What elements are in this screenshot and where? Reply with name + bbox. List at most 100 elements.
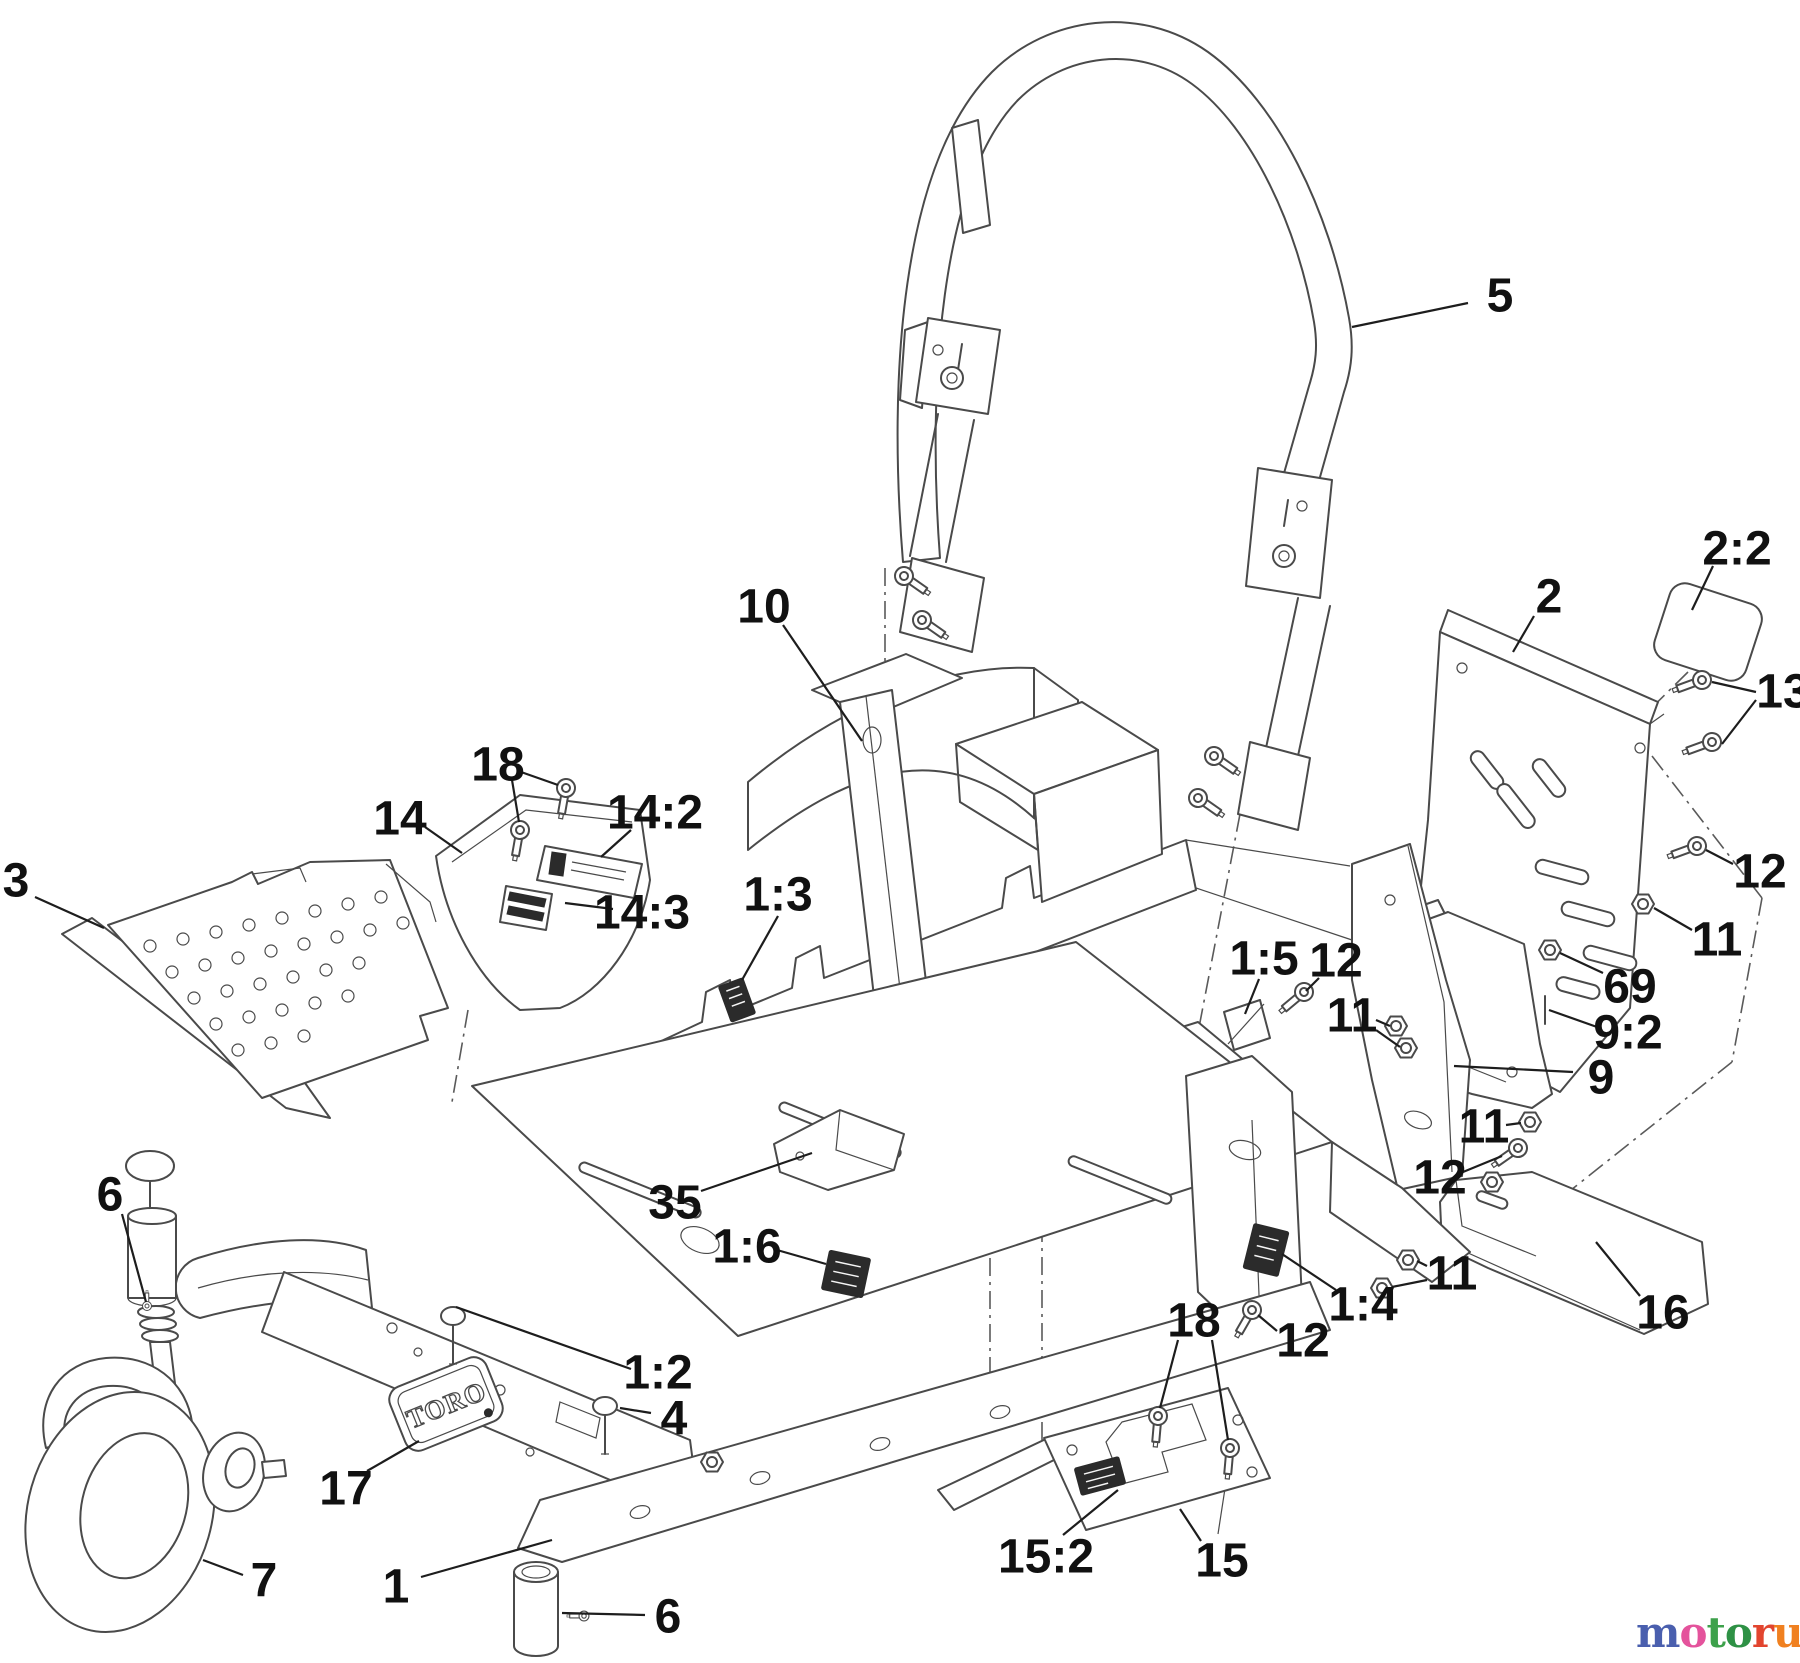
- callout-leader-11-d: [1375, 1029, 1401, 1048]
- callout-1: 1: [383, 1538, 553, 1614]
- callout-leader-13: [1711, 680, 1757, 694]
- callout-leader-35: [700, 1151, 813, 1193]
- callout-label-1-4: 1:4: [1328, 1279, 1398, 1332]
- callout-label-18-a: 18: [471, 739, 524, 792]
- callout-leader-18-a: [520, 770, 559, 787]
- callout-1-4: 1:4: [1281, 1253, 1398, 1332]
- callout-leader-12-b: [1462, 1154, 1503, 1174]
- callout-leader-2: [1512, 615, 1535, 653]
- callout-leader-18-b: [1158, 1339, 1180, 1409]
- callout-label-35: 35: [648, 1177, 701, 1230]
- callout-leader-16: [1595, 1241, 1641, 1297]
- caster-wheel-part-7: [24, 1391, 216, 1633]
- caster-cap: [125, 1150, 175, 1182]
- decal-15-2: [1074, 1456, 1126, 1496]
- watermark-letter: r: [1751, 1608, 1774, 1657]
- callout-label-1-6: 1:6: [712, 1221, 781, 1274]
- callout-leader-4: [619, 1406, 652, 1415]
- callout-7: 7: [202, 1555, 278, 1608]
- callout-label-5: 5: [1487, 270, 1514, 323]
- callout-label-1-3: 1:3: [743, 869, 812, 922]
- callout-12-b: 12: [1413, 1152, 1503, 1205]
- callout-35: 35: [648, 1151, 813, 1230]
- callout-leader-1-2: [455, 1305, 632, 1371]
- callout-69: 69: [1559, 952, 1657, 1014]
- callout-14-2: 14:2: [600, 787, 703, 858]
- callout-label-2-2: 2:2: [1702, 523, 1771, 576]
- callout-1-5: 1:5: [1229, 933, 1299, 1015]
- watermark-letter: o: [1724, 1608, 1753, 1657]
- callout-5: 5: [1351, 270, 1514, 329]
- callout-17: 17: [319, 1440, 420, 1516]
- callout-12-a: 12: [1705, 846, 1787, 899]
- callout-1-6: 1:6: [712, 1221, 827, 1274]
- callout-leader-11-d: [1375, 1018, 1391, 1028]
- callout-leader-5: [1351, 301, 1469, 329]
- callout-leader-12-d: [1305, 977, 1320, 992]
- frame-decals: [718, 977, 1290, 1299]
- footrest-part-3: [61, 859, 449, 1119]
- callout-4: 4: [619, 1393, 688, 1446]
- callout-label-17: 17: [319, 1463, 372, 1516]
- callout-6-a: 6: [97, 1169, 148, 1303]
- callout-label-6-b: 6: [655, 1591, 682, 1644]
- callout-leader-11-a: [1653, 907, 1693, 931]
- callout-6-b: 6: [561, 1591, 682, 1644]
- callout-label-18-b: 18: [1167, 1295, 1220, 1348]
- rollbar-decal: [951, 119, 991, 234]
- callout-label-7: 7: [251, 1555, 278, 1608]
- callout-leader-69: [1559, 952, 1604, 974]
- callout-12-d: 12: [1305, 935, 1363, 992]
- callout-3: 3: [3, 855, 105, 930]
- decal-1-6: [821, 1249, 871, 1299]
- callout-2: 2: [1512, 571, 1562, 653]
- callout-label-10: 10: [737, 581, 790, 634]
- callout-label-11-c: 11: [1427, 1248, 1478, 1301]
- decal-2-2: [1653, 582, 1763, 682]
- callout-9: 9: [1453, 1052, 1614, 1105]
- skid-plate-part-15: [937, 1387, 1271, 1531]
- callout-leader-15-2: [1062, 1489, 1119, 1536]
- callout-label-12-b: 12: [1413, 1152, 1466, 1205]
- callout-label-11-b: 11: [1459, 1101, 1510, 1154]
- callout-label-1-5: 1:5: [1229, 933, 1298, 986]
- watermark-letter: u: [1773, 1608, 1800, 1657]
- callout-leader-2-2: [1691, 565, 1714, 611]
- watermark-letter: t: [1706, 1608, 1725, 1657]
- callout-2-2: 2:2: [1691, 523, 1772, 611]
- callout-leader-9-2: [1548, 1008, 1598, 1029]
- callout-leader-10: [782, 624, 863, 742]
- callout-label-12-d: 12: [1309, 935, 1362, 988]
- callout-14: 14: [373, 793, 463, 854]
- callout-label-9-2: 9:2: [1593, 1007, 1662, 1060]
- callout-1-2: 1:2: [455, 1305, 693, 1400]
- decal-1-3: [718, 977, 756, 1023]
- callout-leader-6-a: [120, 1213, 148, 1303]
- callout-15-2: 15:2: [998, 1489, 1119, 1584]
- caster-spindle: [127, 1215, 177, 1299]
- callout-12-c: 12: [1257, 1314, 1330, 1368]
- callout-leader-12-c: [1257, 1314, 1278, 1332]
- callout-18-a: 18: [471, 739, 559, 823]
- callout-label-69: 69: [1603, 961, 1656, 1014]
- callout-18-b: 18: [1158, 1295, 1230, 1441]
- main-frame-part-1: TORO: [174, 653, 1471, 1563]
- callout-label-12-c: 12: [1276, 1315, 1329, 1368]
- decal-14-3: [499, 885, 553, 931]
- shield-part-14: [435, 794, 651, 1011]
- callout-leader-12-a: [1705, 849, 1734, 865]
- callout-label-14: 14: [373, 793, 427, 846]
- callout-leader-1: [420, 1538, 553, 1579]
- callout-leader-1-4: [1281, 1253, 1337, 1291]
- callout-label-15: 15: [1195, 1535, 1248, 1588]
- footrest-hole-grid: [143, 890, 410, 1057]
- watermark-letter: m: [1636, 1608, 1680, 1657]
- toro-decal: TORO: [388, 1356, 504, 1452]
- callout-label-6-a: 6: [97, 1169, 124, 1222]
- spacer-part-6: [513, 1561, 590, 1657]
- callout-15: 15: [1179, 1508, 1249, 1588]
- callout-leader-18-a: [510, 779, 521, 823]
- callout-leader-11-b: [1505, 1121, 1522, 1127]
- callout-leader-11-c: [1391, 1278, 1428, 1289]
